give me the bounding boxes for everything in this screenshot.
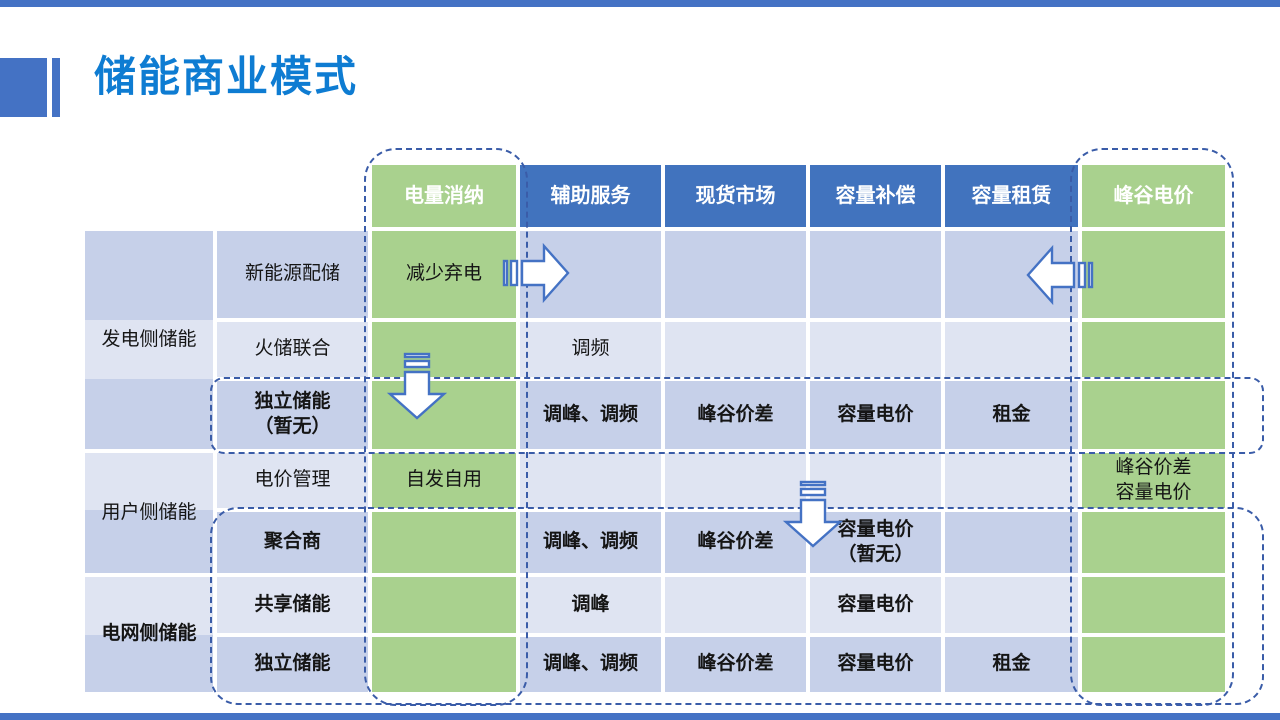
column-header-peak-valley: 峰谷电价: [1082, 165, 1225, 227]
group-label-grid-side: 电网侧储能: [85, 577, 213, 692]
column-header-capacity-comp: 容量补偿: [810, 165, 941, 227]
table-cell: [810, 322, 941, 377]
page-title: 储能商业模式: [94, 53, 359, 100]
table-cell: [372, 512, 516, 573]
table-cell: 调峰、调频: [520, 637, 661, 692]
dashed-outline-consume-column: [364, 148, 528, 706]
title-accent-square: [0, 58, 47, 117]
table-cell: 峰谷价差: [665, 637, 806, 692]
table-cell: 调频: [520, 322, 661, 377]
top-accent-bar: [0, 0, 1280, 7]
column-header-consume: 电量消纳: [372, 165, 516, 227]
row-label: 聚合商: [217, 512, 368, 573]
table-cell: [665, 231, 806, 318]
row-label: 独立储能 （暂无）: [217, 381, 368, 449]
table-cell: [372, 322, 516, 377]
table-cell: 租金: [945, 637, 1078, 692]
table-cell: [665, 453, 806, 508]
table-cell: [1082, 231, 1225, 318]
table-cell: 容量电价: [810, 637, 941, 692]
table-cell: [1082, 512, 1225, 573]
striped-down-arrow-icon: [780, 480, 846, 555]
table-cell: 峰谷价差: [665, 512, 806, 573]
row-label: 独立储能: [217, 637, 368, 692]
table-cell: [1082, 577, 1225, 633]
table-cell: 自发自用: [372, 453, 516, 508]
table-cell: [520, 453, 661, 508]
table-cell: [372, 637, 516, 692]
dashed-outline-peak-valley-column: [1070, 148, 1234, 706]
table-cell: 峰谷价差 容量电价: [1082, 453, 1225, 508]
striped-right-arrow-icon: [502, 240, 572, 311]
bottom-accent-bar: [0, 713, 1280, 720]
column-header-capacity-lease: 容量租赁: [945, 165, 1078, 227]
table-cell: [1082, 637, 1225, 692]
table-cell: 调峰、调频: [520, 381, 661, 449]
table-cell: [1082, 381, 1225, 449]
title-accent-tick: [52, 58, 60, 117]
table-cell: [665, 322, 806, 377]
table-cell: [372, 577, 516, 633]
table-cell: 调峰: [520, 577, 661, 633]
table-cell: [945, 322, 1078, 377]
table-cell: [810, 453, 941, 508]
table-cell: [665, 577, 806, 633]
row-label: 火储联合: [217, 322, 368, 377]
table-cell: [1082, 322, 1225, 377]
row-label: 新能源配储: [217, 231, 368, 318]
dashed-outline-market-rows: [210, 507, 1264, 705]
table-cell: [945, 512, 1078, 573]
table-cell: 租金: [945, 381, 1078, 449]
striped-down-arrow-icon: [384, 352, 450, 427]
group-label-user-side: 用户侧储能: [85, 453, 213, 573]
table-cell: [945, 577, 1078, 633]
table-cell: 容量电价: [810, 381, 941, 449]
business-model-table: 电量消纳 辅助服务 现货市场 容量补偿 容量租赁 峰谷电价 发电侧储能 用户侧储…: [85, 165, 1225, 692]
column-header-spot: 现货市场: [665, 165, 806, 227]
table-cell: 调峰、调频: [520, 512, 661, 573]
dashed-outline-independent-storage-row: [210, 377, 1264, 454]
table-cell: [810, 231, 941, 318]
row-label: 共享储能: [217, 577, 368, 633]
row-label: 电价管理: [217, 453, 368, 508]
column-header-ancillary: 辅助服务: [520, 165, 661, 227]
table-cell: 峰谷价差: [665, 381, 806, 449]
table-cell: [945, 453, 1078, 508]
group-label-generation-side: 发电侧储能: [85, 231, 213, 449]
table-cell: 减少弃电: [372, 231, 516, 318]
striped-left-arrow-icon: [1024, 242, 1094, 313]
table-cell: 容量电价: [810, 577, 941, 633]
table-cell: [372, 381, 516, 449]
